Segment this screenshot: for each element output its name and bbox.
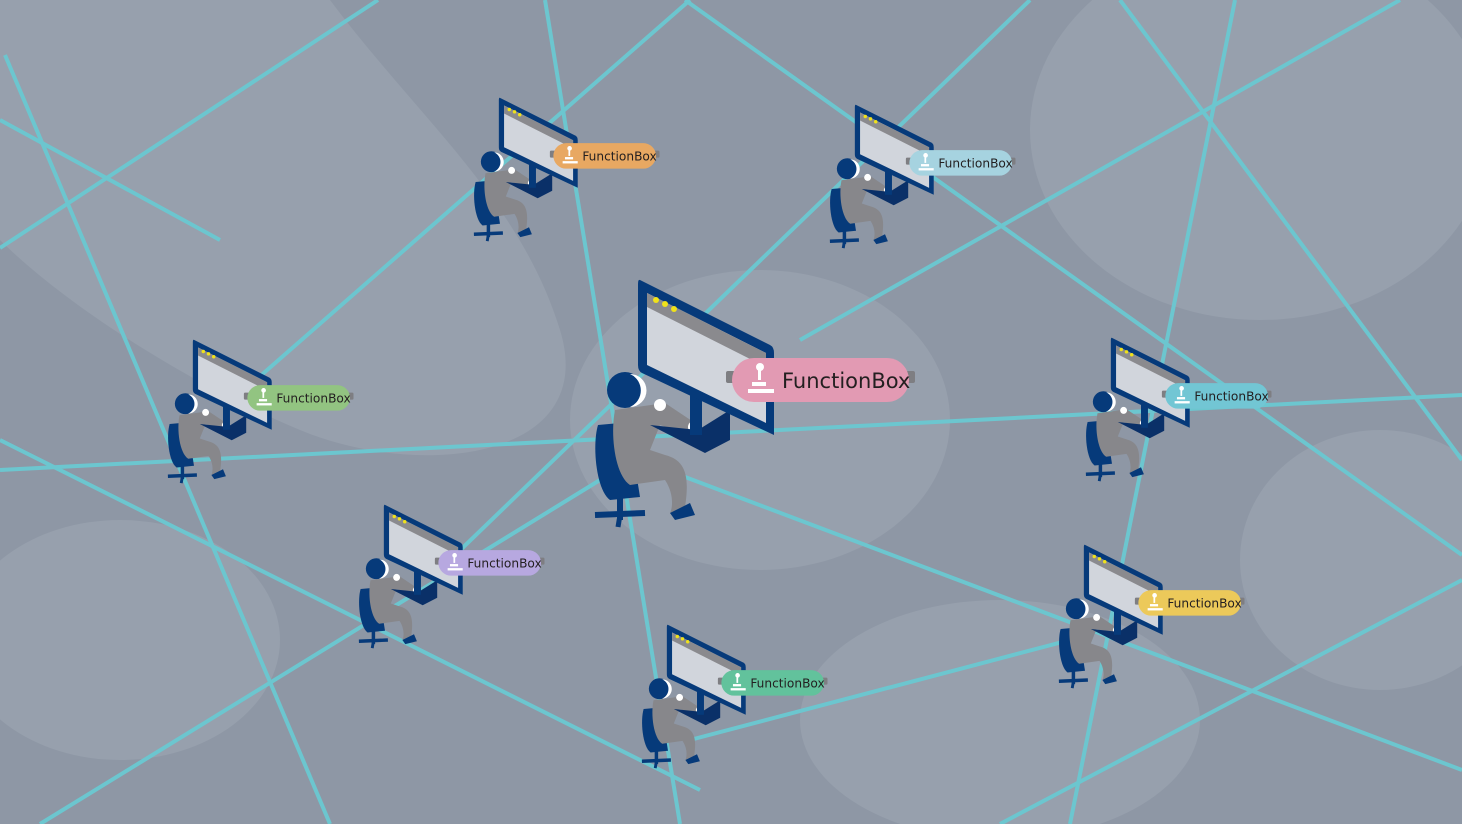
function-box-icon — [562, 146, 578, 164]
function-box-node[interactable]: FunctionBox — [243, 385, 354, 411]
network-line — [1068, 0, 1237, 824]
function-box-label: FunctionBox — [750, 677, 824, 691]
function-box-icon — [918, 153, 934, 171]
network-line — [248, 0, 692, 387]
workstation: FunctionBox — [829, 104, 1016, 249]
function-box-label: FunctionBox — [467, 557, 541, 571]
function-box-node[interactable]: FunctionBox — [717, 670, 828, 696]
network-line — [448, 0, 1032, 562]
function-box-pill — [553, 143, 657, 169]
function-box-node[interactable]: FunctionBox — [905, 150, 1016, 176]
function-box-pill — [909, 150, 1013, 176]
network-line — [0, 118, 221, 242]
network-line — [3, 54, 332, 824]
function-box-node[interactable]: FunctionBox — [549, 143, 660, 169]
network-line — [683, 0, 1462, 557]
workstation: FunctionBox — [641, 624, 828, 769]
network-line — [0, 0, 380, 250]
network-line — [0, 438, 701, 792]
function-box-pill — [1165, 383, 1269, 409]
function-box-pill — [247, 385, 351, 411]
function-box-label: FunctionBox — [782, 369, 910, 393]
network-line — [38, 478, 602, 824]
function-box-node[interactable]: FunctionBox — [1134, 590, 1245, 616]
network-line — [999, 578, 1462, 824]
function-box-node[interactable]: FunctionBox — [726, 358, 915, 402]
workstation: FunctionBox — [1085, 337, 1272, 482]
function-box-pill — [1138, 590, 1242, 616]
network-line — [799, 0, 1401, 342]
function-box-label: FunctionBox — [1167, 597, 1241, 611]
function-box-node[interactable]: FunctionBox — [1161, 383, 1272, 409]
network-line — [639, 458, 1462, 772]
workstation: FunctionBox — [167, 339, 354, 484]
function-box-label: FunctionBox — [1194, 390, 1268, 404]
function-box-icon — [447, 553, 463, 571]
function-box-pill — [721, 670, 825, 696]
workstation: FunctionBox — [358, 504, 545, 649]
function-box-label: FunctionBox — [582, 150, 656, 164]
function-box-icon — [1147, 593, 1163, 611]
function-box-icon — [1174, 386, 1190, 404]
function-box-label: FunctionBox — [938, 157, 1012, 171]
function-box-icon — [730, 673, 746, 691]
function-box-pill — [438, 550, 542, 576]
workstation: FunctionBox — [473, 97, 660, 242]
function-box-label: FunctionBox — [276, 392, 350, 406]
workstation: FunctionBox — [594, 279, 915, 528]
workstation: FunctionBox — [1058, 544, 1245, 689]
function-box-pill — [732, 358, 909, 402]
function-box-icon — [748, 363, 774, 393]
network-line — [1118, 0, 1462, 462]
function-box-node[interactable]: FunctionBox — [434, 550, 545, 576]
network-line — [689, 638, 1071, 742]
function-box-icon — [256, 388, 272, 406]
